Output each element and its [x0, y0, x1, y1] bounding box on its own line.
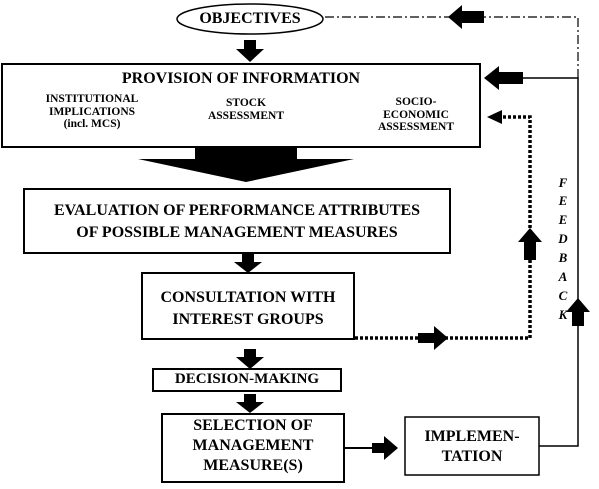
- provision-box: [1, 63, 481, 148]
- feedback-letter: E: [558, 212, 568, 227]
- arrow-left-provision: [484, 66, 523, 90]
- feedback-letter: K: [558, 307, 568, 322]
- arrow-down-3: [236, 349, 264, 369]
- arrow-left-objectives: [448, 5, 484, 29]
- arrow-left-dotted: [487, 110, 502, 124]
- arrow-down-big: [138, 147, 354, 182]
- arrow-right-impl: [372, 436, 398, 460]
- objectives-ellipse: [176, 3, 324, 35]
- socio-label: SOCIO- ECONOMIC ASSESSMENT: [377, 96, 455, 134]
- implementation-box: [404, 416, 540, 476]
- decision-box: [152, 368, 342, 392]
- evaluation-label: EVALUATION OF PERFORMANCE ATTRIBUTES OF …: [53, 202, 421, 241]
- feedback-letter: F: [558, 175, 568, 190]
- feedback-letter: B: [558, 250, 568, 265]
- selection-box: [161, 413, 345, 483]
- arrow-up-dotted: [518, 228, 542, 260]
- evaluation-box: [23, 188, 451, 254]
- feedback-letter: E: [558, 193, 568, 208]
- consultation-label: CONSULTATION WITH INTEREST GROUPS: [160, 289, 336, 328]
- arrow-down-1: [236, 40, 264, 62]
- provision-title: PROVISION OF INFORMATION: [121, 70, 361, 87]
- arrow-right-dotted: [418, 326, 448, 350]
- feedback-letter: D: [558, 231, 568, 246]
- institutional-label: INSTITUTIONAL IMPLICATIONS (incl. MCS): [45, 93, 139, 131]
- selection-label: SELECTION OF MANAGEMENT MEASURE(S): [192, 417, 314, 474]
- arrow-up-feedback: [566, 298, 590, 326]
- feedback-letter: A: [558, 269, 568, 284]
- stock-label: STOCK ASSESSMENT: [207, 97, 285, 122]
- feedback-letter: C: [558, 288, 568, 303]
- objectives-dashdot-line: [480, 16, 579, 78]
- decision-label: DECISION-MAKING: [174, 371, 320, 387]
- consultation-box: [141, 272, 355, 340]
- objectives-label: OBJECTIVES: [199, 10, 301, 27]
- implementation-label: IMPLEMEN- TATION: [424, 428, 520, 465]
- arrow-down-4: [236, 394, 264, 413]
- feedback-line: [498, 77, 579, 447]
- arrow-down-2: [234, 254, 262, 273]
